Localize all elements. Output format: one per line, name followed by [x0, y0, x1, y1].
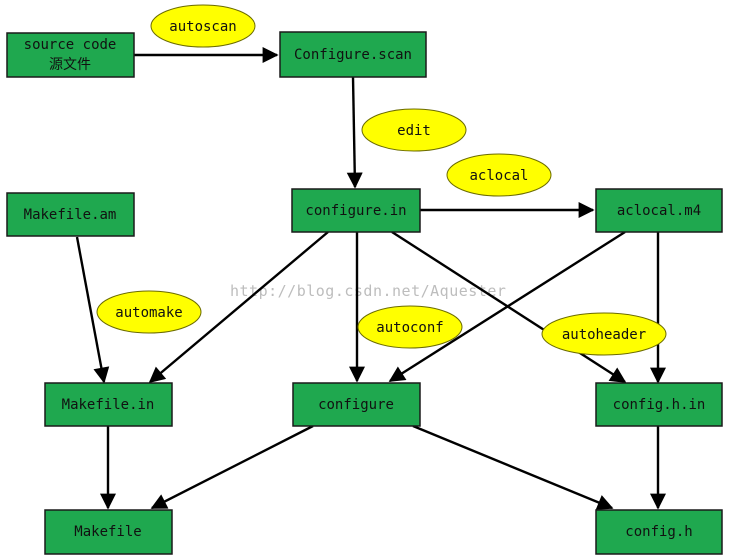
label-autoconf: autoconf [357, 305, 463, 349]
label-autoheader-text: autoheader [562, 327, 646, 343]
node-configure-in-label: configure.in [305, 203, 406, 219]
watermark-text: http://blog.csdn.net/Aquester [230, 282, 506, 300]
label-aclocal: aclocal [446, 153, 552, 197]
node-makefile: Makefile [44, 509, 173, 555]
node-makefile-am: Makefile.am [6, 192, 135, 237]
node-source-code: source code 源文件 [6, 32, 135, 78]
node-config-h-in: config.h.in [595, 382, 723, 427]
node-configure-scan: Configure.scan [279, 31, 427, 78]
node-config-h-label: config.h [625, 524, 692, 540]
node-makefile-am-label: Makefile.am [24, 207, 117, 223]
edge-aclocal-m4-to-configure [388, 230, 626, 383]
edge-configure-to-config-h [412, 424, 614, 510]
node-configure-scan-label: Configure.scan [294, 47, 412, 63]
label-automake-text: automake [115, 305, 182, 321]
node-configure-in: configure.in [291, 188, 421, 233]
edge-makefile-am-to-makefile-in [75, 236, 110, 384]
edge-configure-to-makefile [150, 424, 314, 510]
edges [75, 47, 666, 510]
node-source-code-line1: source code [24, 37, 117, 53]
label-edit-text: edit [397, 123, 431, 139]
label-autoscan: autoscan [150, 4, 256, 48]
node-source-code-line2: 源文件 [49, 57, 91, 73]
label-autoscan-text: autoscan [169, 19, 236, 35]
node-config-h: config.h [595, 509, 723, 555]
label-edit: edit [361, 108, 467, 152]
node-aclocal-m4: aclocal.m4 [595, 188, 723, 233]
label-aclocal-text: aclocal [469, 168, 528, 184]
node-configure: configure [292, 382, 421, 427]
edge-configure-scan-to-configure-in [346, 76, 363, 189]
label-autoheader: autoheader [541, 312, 667, 356]
label-automake: automake [96, 290, 202, 334]
node-config-h-in-label: config.h.in [613, 397, 706, 413]
node-makefile-in-label: Makefile.in [62, 397, 155, 413]
node-aclocal-m4-label: aclocal.m4 [617, 203, 701, 219]
node-configure-label: configure [318, 397, 394, 413]
label-autoconf-text: autoconf [376, 320, 443, 336]
node-makefile-in: Makefile.in [44, 382, 173, 427]
edge-configure-in-to-makefile-in [148, 231, 329, 384]
node-makefile-label: Makefile [74, 524, 141, 540]
